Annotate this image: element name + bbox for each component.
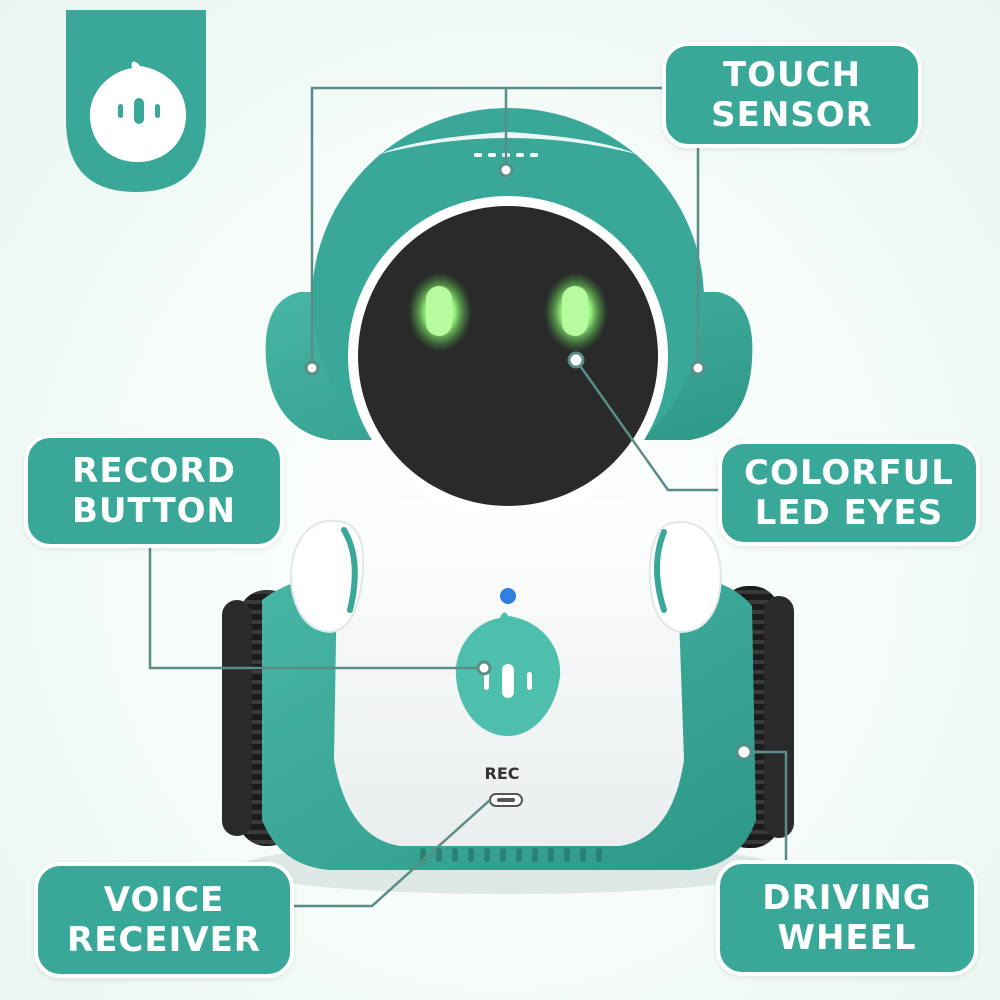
callout-record-button: RECORD BUTTON [24,434,284,548]
rec-label: REC [484,764,520,783]
status-led [500,588,516,604]
record-badge [66,10,206,192]
callout-touch-sensor: TOUCH SENSOR [662,42,922,148]
record-badge-icon [89,61,187,162]
callout-driving-wheel: DRIVING WHEEL [716,860,978,976]
callout-voice-receiver: VOICE RECEIVER [34,862,294,978]
record-button-illustration [455,612,561,736]
right-arm [648,521,722,634]
left-arm [290,519,365,634]
robot-head [265,108,753,516]
leader-lines [148,86,788,908]
leader-endpoints [304,162,753,761]
callout-colorful-led-eyes: COLORFUL LED EYES [718,440,980,546]
face-screen [358,206,658,506]
touch-sensor-lights [474,153,538,157]
speaker-grille [420,848,602,862]
